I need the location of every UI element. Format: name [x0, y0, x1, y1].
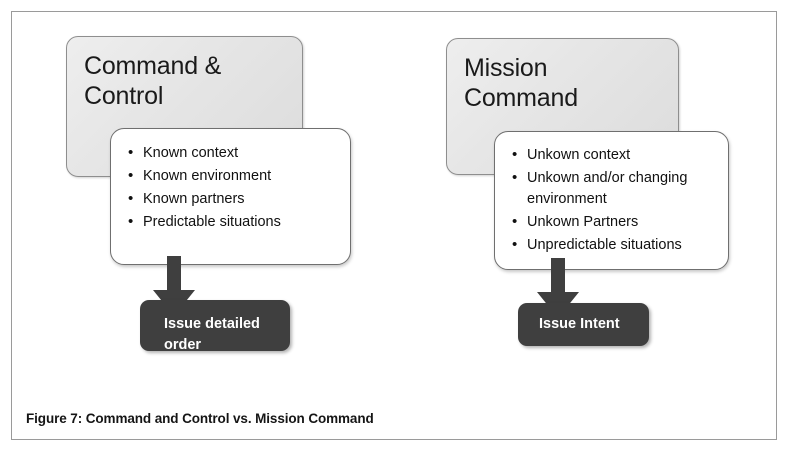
bullet-list-mission-command: Unkown context Unkown and/or changing en… [495, 132, 728, 256]
header-title-mission-command: Mission Command [464, 54, 578, 112]
list-item: Unkown context [512, 144, 718, 166]
list-item: Unpredictable situations [512, 234, 718, 256]
bullet-box-mission-command: Unkown context Unkown and/or changing en… [494, 131, 729, 270]
result-box-issue-intent: Issue Intent [518, 303, 649, 346]
bullet-list-command-and-control: Known context Known environment Known pa… [111, 129, 350, 233]
list-item: Unkown and/or changing environment [512, 167, 718, 210]
list-item: Unkown Partners [512, 211, 718, 233]
list-item: Known partners [128, 188, 340, 210]
list-item: Known environment [128, 165, 340, 187]
result-box-issue-detailed-order: Issue detailed order [140, 300, 290, 353]
header-title-command-and-control: Command & Control [84, 52, 222, 110]
list-item: Known context [128, 142, 340, 164]
list-item: Predictable situations [128, 211, 340, 233]
bullet-box-command-and-control: Known context Known environment Known pa… [110, 128, 351, 265]
result-label-issue-intent: Issue Intent [539, 316, 620, 332]
figure-caption: Figure 7: Command and Control vs. Missio… [26, 411, 374, 426]
result-label-issue-detailed-order: Issue detailed order [164, 316, 260, 353]
